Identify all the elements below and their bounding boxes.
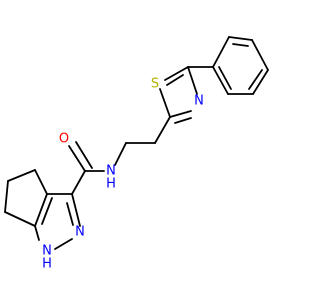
pyrazole-nh-nitrogen-label: N — [42, 244, 52, 259]
phenyl-bond — [252, 69, 269, 95]
phenyl-double-bond — [218, 66, 232, 90]
thiazole-bond — [169, 110, 192, 118]
pyrazole-c3-n2-bond — [71, 193, 81, 227]
pyrazole-hydrogen-label: H — [42, 257, 52, 272]
carbonyl-double-bond — [75, 141, 93, 169]
thiazole-bond — [187, 66, 198, 95]
amide-nitrogen-label: N — [106, 164, 116, 179]
thiazole-double-bond — [174, 117, 192, 124]
thiazole-nitrogen-label: N — [194, 94, 204, 109]
phenyl-bond — [228, 36, 253, 41]
cyclopentane-bond — [4, 180, 9, 213]
pyrazole-c6a-c3a-double-bond — [41, 197, 53, 225]
carbonyl-double-bond — [68, 145, 86, 172]
pyrazole-n2-n1-bond — [54, 238, 73, 250]
molecule-structure: O N H S N N N H — [4, 36, 269, 272]
pyrazole-c3-n2-double-bond — [66, 202, 74, 226]
ethyl-bond — [154, 116, 171, 144]
atom-labels: O N H S N N N H — [42, 77, 204, 272]
phenyl-bond — [251, 39, 269, 71]
amide-c-c-bond — [71, 170, 86, 195]
pyrazole-nitrogen-label: N — [75, 225, 85, 240]
amide-n-bond — [114, 142, 127, 166]
bonds — [4, 36, 269, 250]
phenyl-bond — [212, 66, 229, 95]
cyclopentane-bond — [34, 169, 48, 195]
amide-hydrogen-label: H — [106, 177, 116, 192]
oxygen-atom-label: O — [59, 132, 69, 147]
pyrazole-n1-c6a-bond — [34, 225, 40, 241]
thiazole-bond — [164, 66, 189, 81]
pyrazole-c6a-c3a-bond — [34, 193, 48, 227]
thiazole-bond — [159, 88, 171, 118]
thiazole-double-bond — [166, 74, 184, 86]
phenyl-bond — [212, 36, 230, 68]
cyclopentane-bond — [7, 169, 36, 182]
thiazole-sulfur-label: S — [151, 77, 159, 92]
phenyl-double-bond — [248, 69, 263, 90]
cyclopentane-bond — [4, 211, 36, 227]
phenyl-double-bond — [232, 43, 249, 47]
